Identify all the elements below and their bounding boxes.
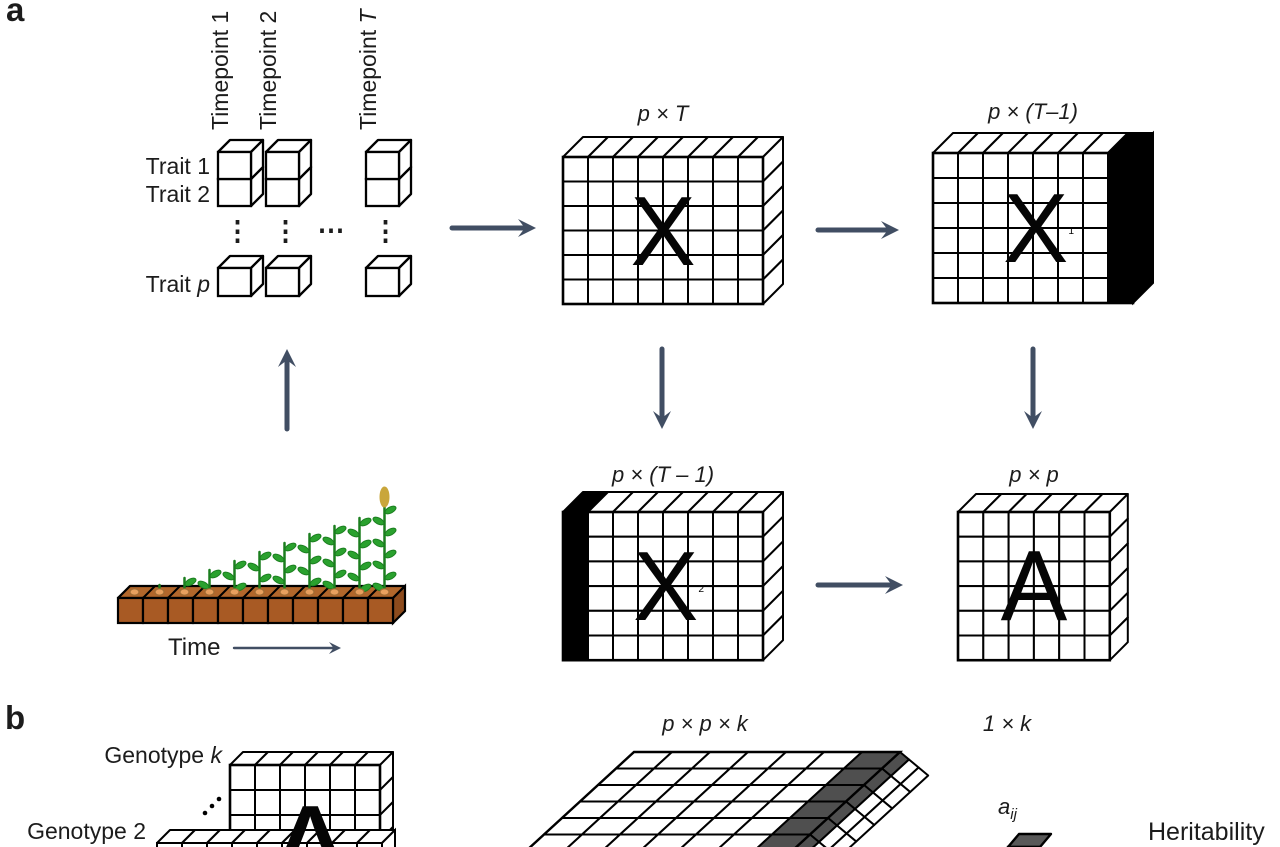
matrix-X2-dim-label: p × (T – 1) bbox=[611, 462, 715, 487]
matrix-A-symbol: A bbox=[958, 512, 1110, 660]
panel-a-label: a bbox=[6, 0, 25, 28]
genotype-k-variable: k bbox=[210, 742, 223, 768]
matrix-X1-letter: X bbox=[1002, 173, 1069, 283]
p-p-k-tensor bbox=[528, 750, 930, 847]
matrix-X-grid bbox=[561, 136, 784, 306]
matrix-X2-grid bbox=[561, 491, 784, 662]
timepoint-T-prefix: Timepoint bbox=[355, 23, 381, 130]
ellipsis-between-columns: ⋯ bbox=[317, 215, 345, 245]
aij-cell-label: aij bbox=[998, 794, 1017, 823]
ellipsis-colT: ⋮ bbox=[372, 216, 399, 246]
trait-2-label: Trait 2 bbox=[145, 181, 210, 207]
aij-subscript: ij bbox=[1010, 806, 1017, 823]
trait-timepoint-cubes bbox=[216, 138, 413, 298]
trait-p-variable: p bbox=[197, 271, 210, 297]
matrix-X-letter: X bbox=[630, 175, 696, 286]
matrix-X1-subscript: 1 bbox=[1068, 226, 1075, 238]
trait-p-label: Trait p bbox=[118, 271, 210, 297]
matrix-X1-grid bbox=[931, 130, 1154, 306]
panel-b-label: b bbox=[5, 699, 26, 736]
matrix-A-dim-label: p × p bbox=[1009, 462, 1059, 487]
genotype-2-label: Genotype 2 bbox=[27, 818, 146, 844]
timepoint-T-label: Timepoint T bbox=[355, 5, 381, 130]
matrix-X1-dim-label: p × (T–1) bbox=[988, 99, 1078, 124]
trait-1-label: Trait 1 bbox=[145, 153, 210, 179]
matrix-X2-letter: X bbox=[632, 531, 699, 641]
ellipsis-col1: ⋮ bbox=[224, 216, 251, 246]
matrix-X-symbol: X bbox=[563, 157, 763, 304]
matrix-X2-subscript: 2 bbox=[698, 584, 705, 596]
genotype-k-prefix: Genotype bbox=[104, 742, 211, 768]
ellipsis-col2: ⋮ bbox=[272, 216, 299, 246]
timepoint-2-label: Timepoint 2 bbox=[255, 10, 281, 130]
genotype-matrix-A-letter: A bbox=[240, 785, 380, 847]
aij-base: a bbox=[998, 794, 1011, 819]
matrix-A-grid bbox=[956, 493, 1129, 662]
heritability-label: Heritability bbox=[1148, 818, 1265, 846]
genotype-k-label: Genotype k bbox=[90, 742, 222, 768]
timepoint-T-variable: T bbox=[355, 9, 381, 24]
timepoint-1-label: Timepoint 1 bbox=[207, 10, 233, 130]
genotype-1-label: Genotype 1 bbox=[0, 844, 120, 847]
matrix-X-dim-label: p × T bbox=[637, 101, 689, 126]
matrix-A-letter: A bbox=[1000, 530, 1068, 642]
aij-cell-cube bbox=[1006, 832, 1053, 847]
tensor-dim-label: p × p × k bbox=[662, 711, 748, 736]
flow-arrows bbox=[278, 219, 1042, 594]
genotype-matrix-stack bbox=[156, 751, 396, 847]
trait-p-prefix: Trait bbox=[145, 271, 198, 297]
vector-dim-label: 1 × k bbox=[982, 711, 1032, 736]
plant-growth-illustration bbox=[116, 486, 407, 654]
time-label: Time bbox=[168, 634, 221, 661]
